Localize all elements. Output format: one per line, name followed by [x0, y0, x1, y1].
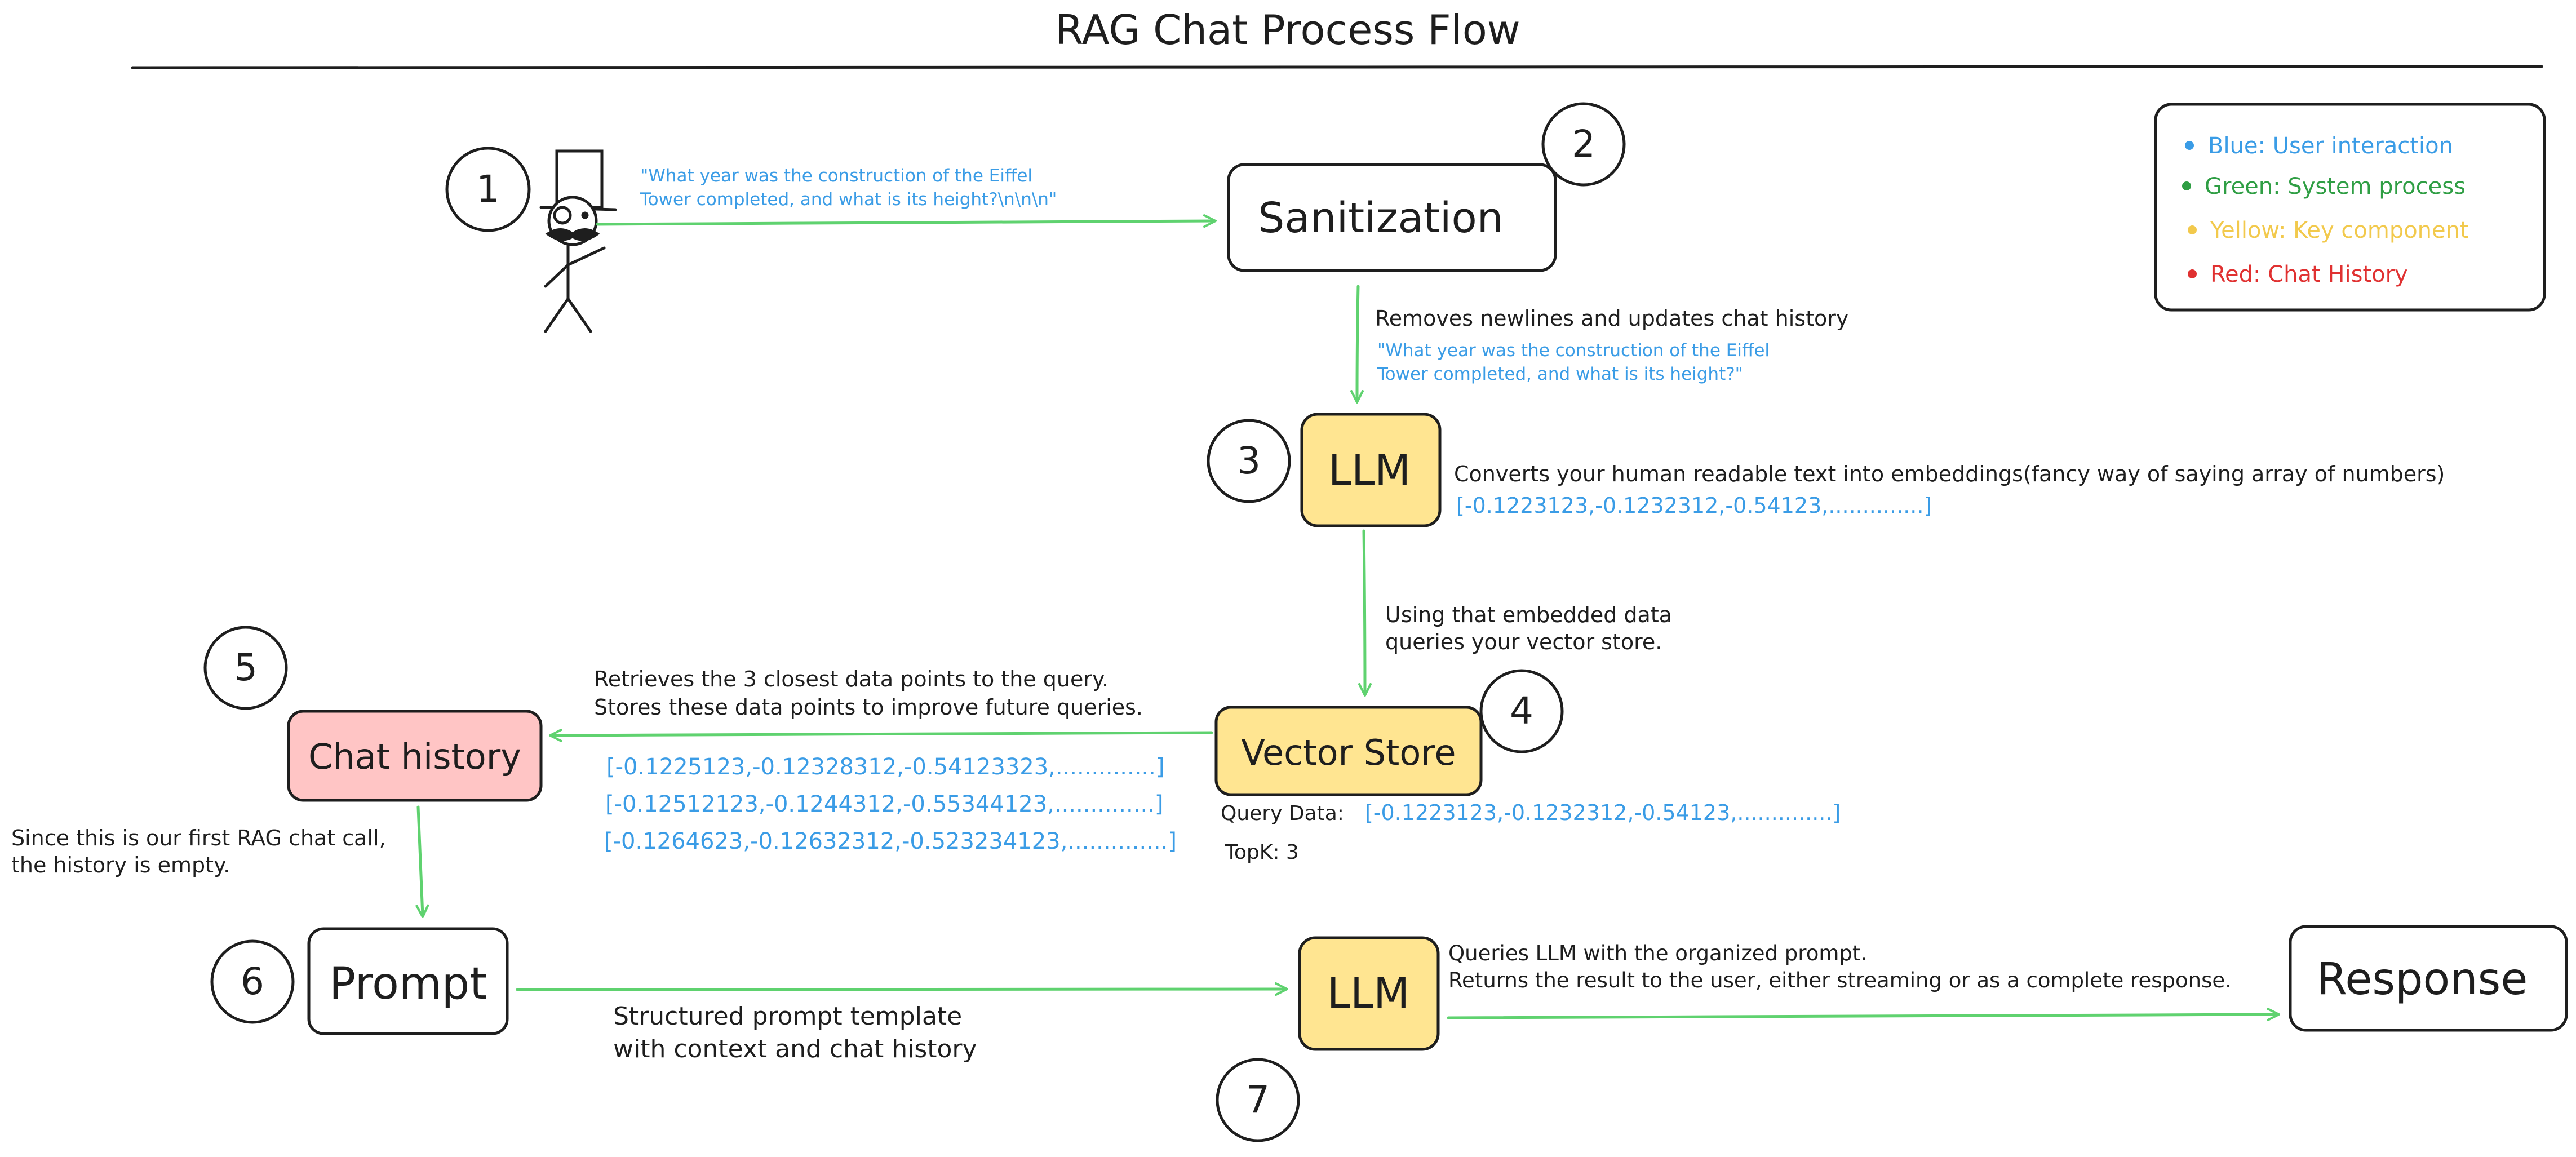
monocle	[553, 206, 572, 225]
query-data-value: [-0.1223123,-0.1232312,-0.54123,........…	[1365, 800, 1841, 825]
arrow-llm-to-vector-store	[1358, 529, 1372, 697]
vector-query-line-2: queries your vector store.	[1385, 630, 1662, 654]
chat-history-label: Chat history	[308, 736, 521, 777]
step-circle-7	[1216, 1058, 1300, 1142]
legend-dot-green	[2182, 181, 2191, 190]
llm-embed-label: LLM	[1328, 446, 1411, 495]
sanitized-query-line-1: "What year was the construction of the E…	[1377, 340, 1770, 361]
prompt-description-line-2: with context and chat history	[613, 1035, 977, 1063]
legend-box	[2154, 103, 2546, 312]
response-node	[2289, 925, 2568, 1032]
arrow-sanitization-to-llm	[1350, 285, 1364, 404]
arrow-user-to-sanitization	[596, 214, 1217, 228]
step-circle-1	[445, 147, 531, 232]
mustache	[545, 228, 600, 241]
legend-item-green: Green: System process	[2205, 174, 2466, 200]
step-number-6: 6	[241, 960, 264, 1003]
retrieve-description-line-1: Retrieves the 3 closest data points to t…	[594, 667, 1109, 691]
step-circle-6	[210, 939, 295, 1024]
user-query-line-2: Tower completed, and what is its height?…	[640, 189, 1057, 210]
prompt-label: Prompt	[329, 959, 487, 1009]
sanitized-query-line-2: Tower completed, and what is its height?…	[1377, 364, 1743, 384]
step-number-2: 2	[1572, 122, 1595, 166]
title-underline	[131, 65, 2543, 69]
chat-history-node	[287, 710, 543, 802]
step-number-3: 3	[1237, 439, 1261, 482]
llm-query-label: LLM	[1327, 969, 1409, 1018]
legend-dot-red	[2188, 269, 2197, 278]
step-number-4: 4	[1510, 689, 1533, 733]
legend-dot-blue	[2185, 141, 2194, 150]
response-label: Response	[2317, 954, 2528, 1005]
legend-dot-yellow	[2188, 225, 2197, 234]
sanitization-node	[1227, 163, 1557, 272]
user-stick-figure	[539, 149, 617, 333]
step-number-5: 5	[234, 646, 258, 689]
arrow-vector-store-to-chat-history	[549, 728, 1213, 742]
history-note-line-1: Since this is our first RAG chat call,	[11, 826, 386, 850]
step-number-1: 1	[476, 167, 500, 211]
llm-description-line-1: Queries LLM with the organized prompt.	[1448, 941, 1867, 965]
prompt-node	[307, 927, 509, 1035]
sanitization-label: Sanitization	[1258, 194, 1503, 242]
embedding-values: [-0.1223123,-0.1232312,-0.54123,........…	[1456, 493, 1932, 518]
history-note-line-2: the history is empty.	[11, 853, 230, 877]
figure-leg-right	[566, 297, 592, 333]
embed-description: Converts your human readable text into e…	[1454, 462, 2445, 486]
figure-leg-left	[544, 297, 570, 333]
arrow-prompt-to-llm	[516, 982, 1288, 996]
step-number-7: 7	[1246, 1078, 1270, 1121]
retrieved-vector-1: [-0.1225123,-0.12328312,-0.54123323,....…	[606, 754, 1165, 780]
legend-item-yellow: Yellow: Key component	[2210, 218, 2469, 243]
legend-item-blue: Blue: User interaction	[2208, 133, 2453, 159]
step-circle-3	[1207, 419, 1291, 503]
figure-arm-right	[566, 246, 606, 267]
topk-value: TopK: 3	[1225, 841, 1299, 864]
eye	[581, 211, 589, 219]
user-query-line-1: "What year was the construction of the E…	[640, 166, 1032, 186]
llm-query-node	[1298, 936, 1440, 1051]
step-circle-4	[1479, 669, 1564, 753]
figure-arm-left	[544, 263, 570, 288]
query-data-label: Query Data:	[1221, 802, 1344, 825]
retrieve-description-line-2: Stores these data points to improve futu…	[594, 695, 1143, 720]
vector-store-label: Vector Store	[1241, 732, 1456, 773]
arrow-llm-to-response	[1447, 1008, 2280, 1022]
arrow-chat-history-to-prompt	[415, 805, 429, 918]
diagram-title: RAG Chat Process Flow	[1055, 6, 1520, 54]
legend: Blue: User interaction Green: System pro…	[2154, 103, 2546, 312]
llm-embed-node	[1300, 413, 1442, 527]
retrieved-vector-2: [-0.12512123,-0.1244312,-0.55344123,....…	[605, 791, 1164, 817]
vector-store-node	[1214, 706, 1483, 796]
step-circle-2	[1541, 102, 1626, 187]
llm-description-line-2: Returns the result to the user, either s…	[1448, 968, 2232, 992]
legend-item-red: Red: Chat History	[2210, 261, 2408, 287]
retrieved-vector-3: [-0.1264623,-0.12632312,-0.523234123,...…	[604, 828, 1177, 854]
prompt-description-line-1: Structured prompt template	[613, 1002, 962, 1031]
step-circle-5	[203, 626, 288, 710]
sanitize-description: Removes newlines and updates chat histor…	[1375, 306, 1848, 331]
vector-query-line-1: Using that embedded data	[1385, 602, 1672, 627]
